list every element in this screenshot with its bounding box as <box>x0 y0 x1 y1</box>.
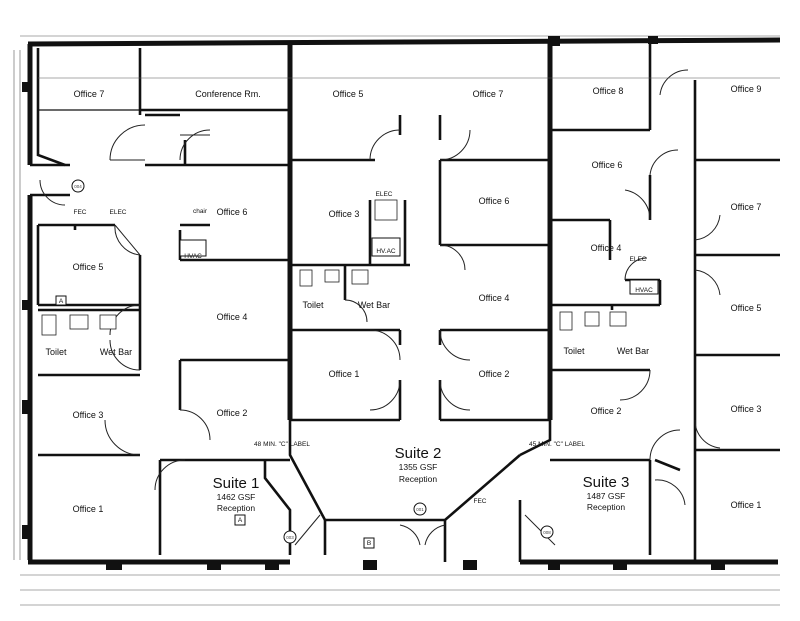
door-tag: 008 <box>543 530 551 535</box>
fixtures <box>41 199 659 336</box>
room-label: Office 6 <box>479 196 510 206</box>
suite-reception: Reception <box>587 502 626 512</box>
room-label: Office 4 <box>217 312 248 322</box>
room-label: Office 6 <box>217 207 248 217</box>
suite-area: 1355 GSF <box>399 462 438 472</box>
door-tag-circle <box>540 525 554 539</box>
suite-area: 1487 GSF <box>587 491 626 501</box>
room-label: Conference Rm. <box>195 89 261 99</box>
door-tag-circle <box>413 502 427 516</box>
suite-name: Suite 3 <box>583 474 630 491</box>
room-label: Toilet <box>563 346 585 356</box>
sink-fixture <box>69 314 89 330</box>
room-label: Toilet <box>45 347 67 357</box>
room-label: Office 7 <box>473 89 504 99</box>
sink-fixture <box>351 269 369 285</box>
rating-label: 48 MIN. "C" LABEL <box>254 441 310 448</box>
elec-tag: ELEC <box>630 256 647 263</box>
room-label: HVAC <box>184 253 202 260</box>
toilet-fixture <box>41 314 57 336</box>
room-label: Office 3 <box>731 404 762 414</box>
room-label: Office 5 <box>333 89 364 99</box>
label-a-box <box>55 295 67 306</box>
suite3-walls <box>550 40 780 560</box>
room-label: Office 1 <box>329 369 360 379</box>
door-tag: 004 <box>74 184 82 189</box>
door-tag: 003 <box>286 535 294 540</box>
hvac-box-s1 <box>179 239 207 257</box>
label-a: A <box>59 298 64 305</box>
suite-reception: Reception <box>217 503 256 513</box>
room-label: Office 2 <box>591 406 622 416</box>
columns <box>22 36 725 570</box>
label-a-box <box>234 514 246 526</box>
room-label: Toilet <box>302 300 324 310</box>
room-label: Office 5 <box>731 303 762 313</box>
label-b: B <box>367 540 371 547</box>
sink-fixture <box>99 314 117 330</box>
room-label: Office 1 <box>73 504 104 514</box>
suite1-heading: Suite 1 1462 GSF Reception <box>213 475 260 513</box>
label-b-box <box>363 537 375 549</box>
room-label: Office 1 <box>731 500 762 510</box>
room-label: Office 5 <box>73 262 104 272</box>
hvac-box-s3 <box>629 279 659 295</box>
fec-tag: FEC <box>474 498 487 505</box>
toilet-fixture <box>299 269 313 287</box>
suite-name: Suite 1 <box>213 475 260 492</box>
suite-name: Suite 2 <box>395 445 442 462</box>
room-label: Office 4 <box>591 243 622 253</box>
room-label: Office 8 <box>593 86 624 96</box>
note-text: chair <box>193 208 208 215</box>
fec-tag: FEC <box>74 209 87 216</box>
room-label: Wet Bar <box>358 300 390 310</box>
room-label: Office 3 <box>73 410 104 420</box>
sink-fixture <box>584 311 600 327</box>
room-label: Wet Bar <box>617 346 649 356</box>
room-label: Office 7 <box>731 202 762 212</box>
suite-reception: Reception <box>399 474 438 484</box>
room-label: Office 6 <box>592 160 623 170</box>
elec-panel <box>374 199 398 221</box>
suite2-heading: Suite 2 1355 GSF Reception <box>395 445 442 484</box>
door-tag-circle <box>71 179 85 193</box>
room-label: HV.AC <box>376 248 396 255</box>
suite3-heading: Suite 3 1487 GSF Reception <box>583 474 630 512</box>
room-label: Office 2 <box>217 408 248 418</box>
rating-label: 45 MIN. "C" LABEL <box>529 441 585 448</box>
room-label: Office 9 <box>731 84 762 94</box>
door-tag-circle <box>283 530 297 544</box>
toilet-fixture <box>559 311 573 331</box>
sink-fixture <box>324 269 340 283</box>
room-label: Office 4 <box>479 293 510 303</box>
room-label: Office 2 <box>479 369 510 379</box>
room-label: Office 7 <box>74 89 105 99</box>
sink-fixture <box>609 311 627 327</box>
door-swings <box>39 69 721 546</box>
room-label: HVAC <box>635 287 653 294</box>
equipment-tags: FEC ELEC ELEC ELEC FEC 48 MIN. "C" LABEL… <box>55 179 647 549</box>
room-labels: Office 7 Conference Rm. Office 6 Office … <box>45 84 761 514</box>
room-label: Office 3 <box>329 209 360 219</box>
room-label: Wet Bar <box>100 347 132 357</box>
suite2-walls <box>288 40 553 562</box>
hvac-box-s2 <box>371 237 401 257</box>
suite-area: 1462 GSF <box>217 492 256 502</box>
elec-tag: ELEC <box>110 209 127 216</box>
door-tag: 001 <box>416 507 424 512</box>
elec-tag: ELEC <box>376 191 393 198</box>
label-a: A <box>238 517 243 524</box>
